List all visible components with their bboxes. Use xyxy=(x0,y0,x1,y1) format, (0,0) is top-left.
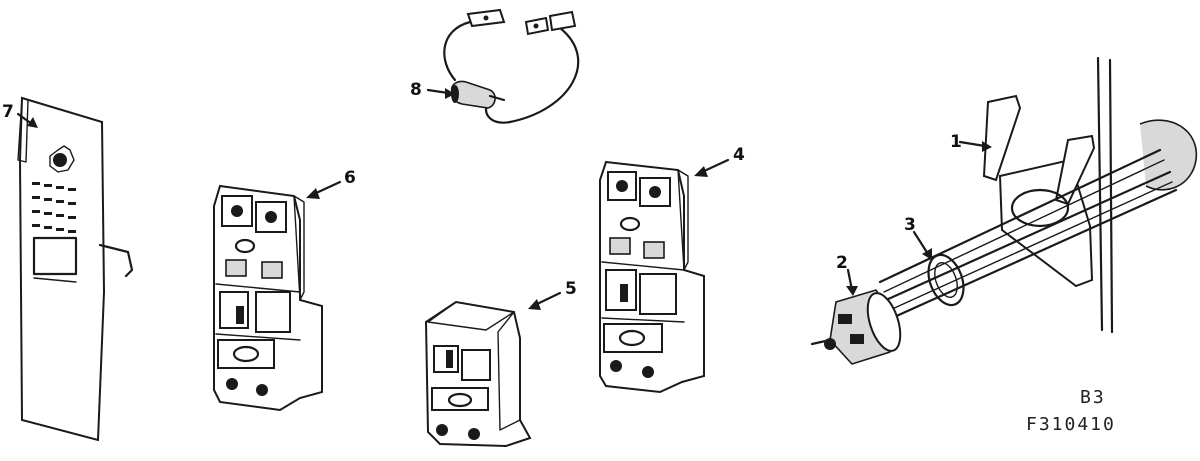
callout-5: 5 xyxy=(565,279,577,299)
figure-code-line1: B3 xyxy=(1080,387,1106,408)
callout-arrows xyxy=(16,88,992,310)
callout-4: 4 xyxy=(733,145,745,165)
upper-thermostat-right-part xyxy=(599,160,705,394)
figure-code-line2: F310410 xyxy=(1026,414,1116,435)
callout-7: 7 xyxy=(2,102,14,122)
upper-thermostat-left-part xyxy=(213,184,323,412)
heating-element-assembly xyxy=(810,56,1198,365)
callout-3: 3 xyxy=(904,215,916,235)
bulb-wire-part xyxy=(443,8,580,124)
callout-6: 6 xyxy=(344,168,356,188)
cover-plate-part xyxy=(17,96,134,442)
lower-thermostat-part xyxy=(424,300,532,448)
callout-2: 2 xyxy=(836,253,848,273)
callout-8: 8 xyxy=(410,80,422,100)
callout-1: 1 xyxy=(950,132,962,152)
